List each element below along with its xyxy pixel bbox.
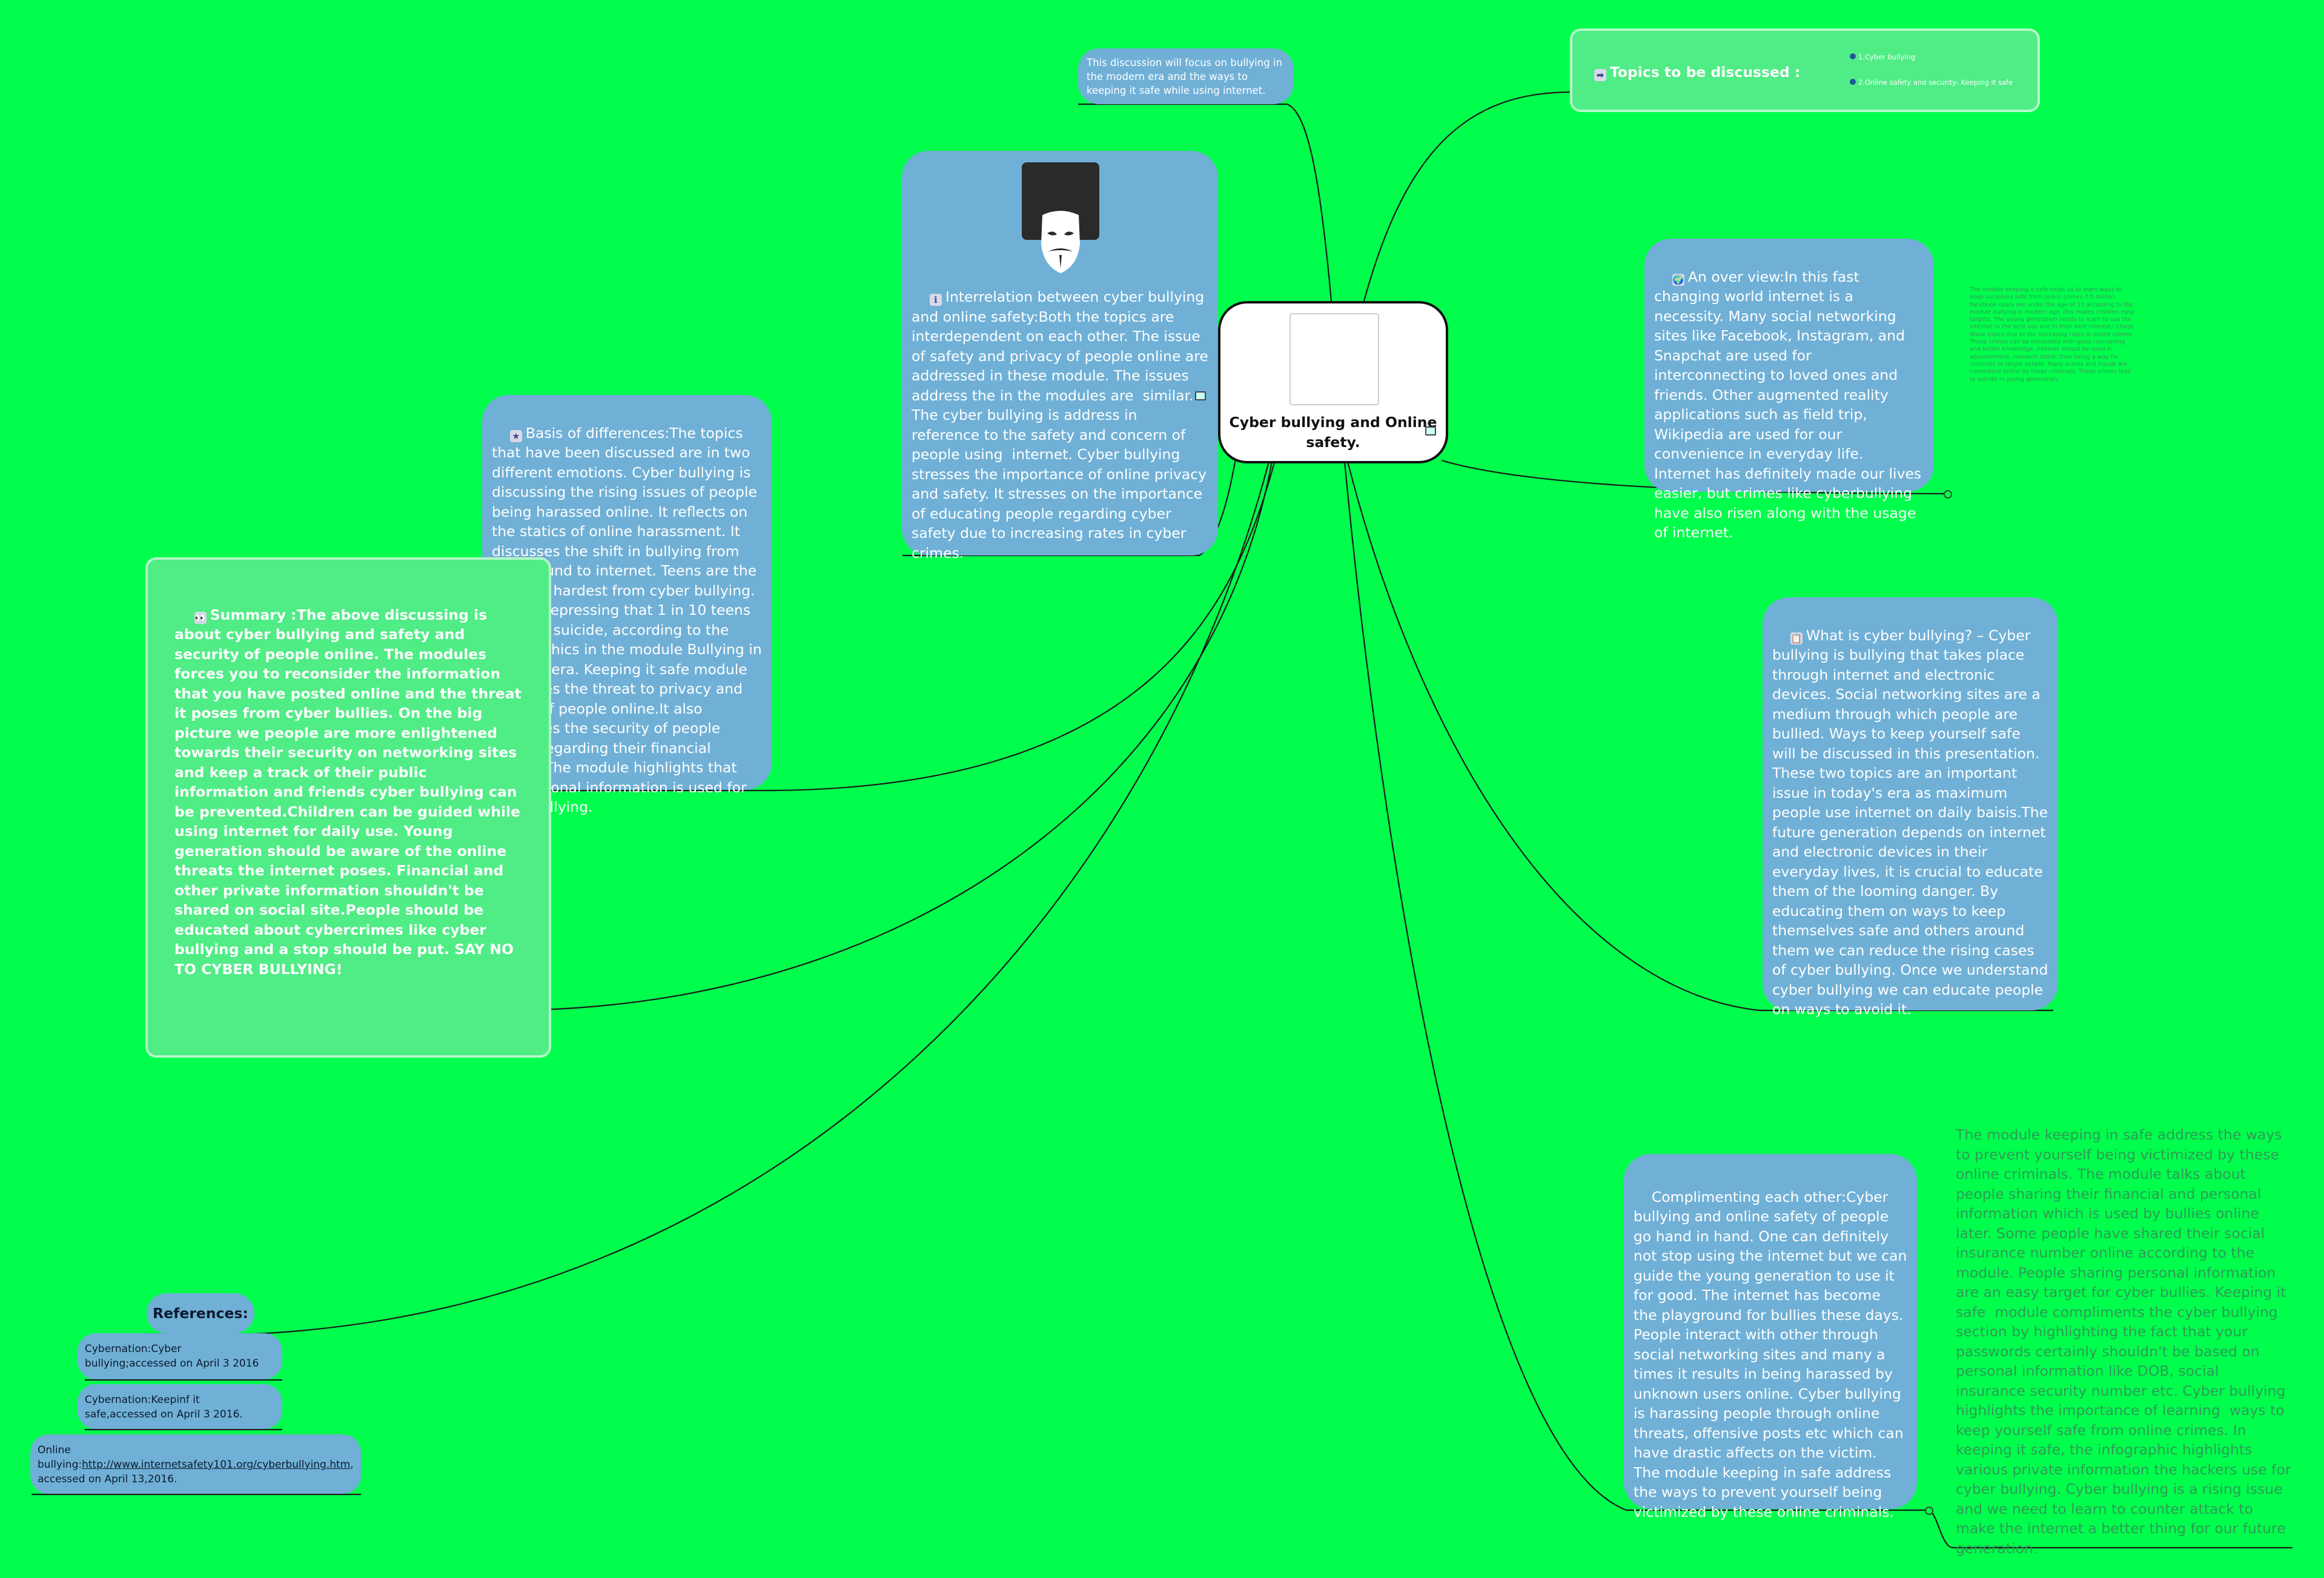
note-icon[interactable]: [1195, 391, 1206, 400]
intro-bubble[interactable]: This discussion will focus on bullying i…: [1078, 48, 1294, 104]
reference-item-3[interactable]: Online bullying:http://www.internetsafet…: [30, 1434, 361, 1494]
complimenting-note[interactable]: The module keeping in safe address the w…: [1956, 1126, 2296, 1557]
central-title: Cyber bullying and Online safety.: [1229, 414, 1437, 451]
link-overview: [1441, 459, 1948, 495]
earth-icon: 🌍: [1672, 273, 1684, 286]
reference-link[interactable]: http://www.internetsafety101.org/cyberbu…: [82, 1459, 351, 1471]
link-complimenting: [1343, 461, 1929, 1511]
toggle-handle[interactable]: [1944, 490, 1952, 499]
link-intro: [1078, 103, 1332, 302]
link-whatis: [1346, 461, 2053, 1012]
link-topics: [1363, 91, 1823, 302]
clipboard-icon: 📋: [1790, 632, 1803, 645]
link-basis: [482, 460, 1276, 792]
summary-node[interactable]: 👀Summary :The above discussing is about …: [145, 557, 551, 1058]
central-topic[interactable]: Cyber bullying and Online safety.: [1218, 301, 1448, 463]
anonymous-mask-icon: [1022, 162, 1099, 273]
topic-item-2[interactable]: 2.Online safety and security- Keeping it…: [1850, 78, 2013, 87]
star-icon: ★: [509, 429, 522, 442]
image-placeholder-icon: [1289, 313, 1379, 405]
bullet-icon: [1850, 53, 1856, 59]
topic-item-1[interactable]: 1.Cyber bullying: [1850, 53, 1915, 61]
complimenting-node[interactable]: Complimenting each other:Cyber bullying …: [1624, 1154, 1917, 1520]
topics-node[interactable]: ➡Topics to be discussed : 1.Cyber bullyi…: [1570, 28, 2040, 112]
reference-item-2[interactable]: Cybernation:Keepinf it safe,accessed on …: [78, 1384, 282, 1429]
overview-node[interactable]: 🌍An over view:In this fast changing worl…: [1644, 239, 1934, 541]
arrow-right-icon: ➡: [1594, 69, 1606, 81]
info-icon: ℹ: [929, 294, 942, 306]
toggle-handle[interactable]: [1925, 1507, 1933, 1515]
bullet-icon: [1850, 79, 1856, 85]
link-references: [145, 461, 1270, 1335]
what-is-node[interactable]: 📋What is cyber bullying? – Cyber bullyin…: [1763, 597, 2058, 1018]
reference-item-1[interactable]: Cybernation:Cyber bullying;accessed on A…: [78, 1333, 282, 1379]
references-title[interactable]: References:: [147, 1293, 254, 1333]
overview-note[interactable]: The module keeping it safe helps us to l…: [1970, 287, 2137, 383]
link-summary: [162, 461, 1273, 1012]
eyes-icon: 👀: [194, 611, 207, 624]
note-icon[interactable]: [1425, 426, 1436, 436]
topics-title: ➡Topics to be discussed :: [1594, 62, 1800, 82]
